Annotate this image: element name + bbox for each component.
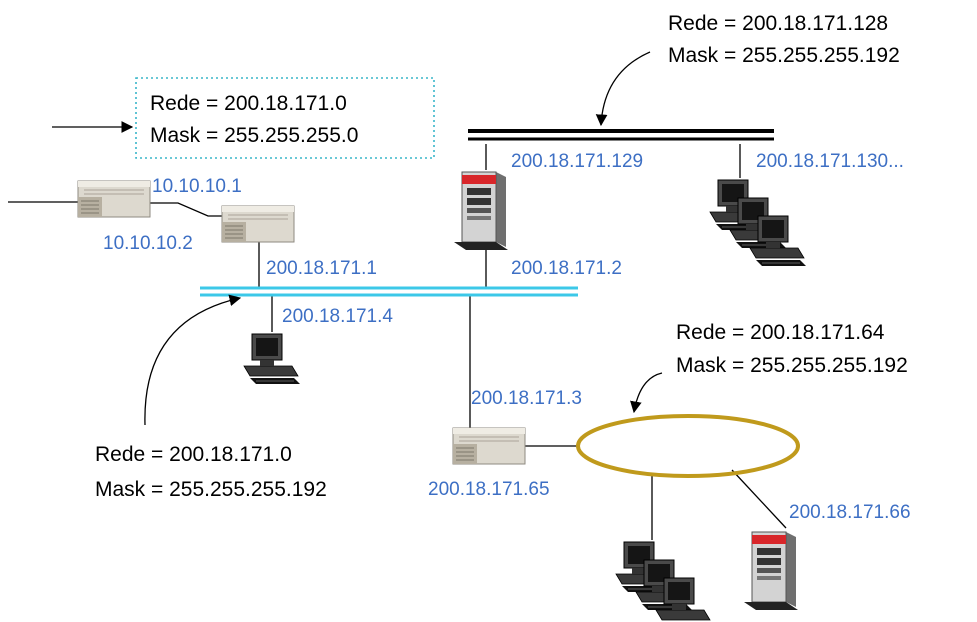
address-wan-a: 10.10.10.1 [152,176,242,197]
box-rede: Rede = 200.18.171.0 [150,92,347,115]
server-tower-icon-ring [743,531,799,611]
arrow-icon-ring [630,372,663,414]
top-right-rede: Rede = 200.18.171.128 [668,12,888,35]
address-router-lan: 200.18.171.1 [266,258,377,279]
pc-group-icon-upper [709,179,807,267]
pc-group-icon-ring [615,541,713,622]
ring-mask: Mask = 255.255.255.192 [676,354,908,377]
box-mask: Mask = 255.255.255.0 [150,124,358,147]
links [8,144,787,540]
address-server-upper: 200.18.171.129 [511,151,643,172]
address-server-ring: 200.18.171.66 [789,502,911,523]
arrow-icon-lan [144,294,242,426]
address-wan-b: 10.10.10.2 [103,233,193,254]
upper-network-bus [468,129,774,141]
network-info-box [135,77,435,159]
ring-network [576,414,800,478]
arrow-icon-upper-network [595,51,651,127]
address-server-lan: 200.18.171.2 [511,258,622,279]
bottom-left-mask: Mask = 255.255.255.192 [95,478,327,501]
address-router2-ring: 200.18.171.65 [428,479,550,500]
server-tower-icon [453,171,509,251]
desktop-pc-icon [243,333,301,385]
top-right-mask: Mask = 255.255.255.192 [668,44,900,67]
address-pc-lan: 200.18.171.4 [282,306,393,327]
address-pcs-upper: 200.18.171.130... [756,151,904,172]
address-router2-lan: 200.18.171.3 [471,388,582,409]
router-main [221,205,295,243]
bottom-left-rede: Rede = 200.18.171.0 [95,443,292,466]
lan-bus [200,286,578,297]
wan-serial-link [150,202,222,217]
server-to-ring-link [731,469,787,529]
ring-rede: Rede = 200.18.171.64 [676,321,885,344]
router-wan-edge [77,180,151,218]
router-ring [452,427,526,465]
